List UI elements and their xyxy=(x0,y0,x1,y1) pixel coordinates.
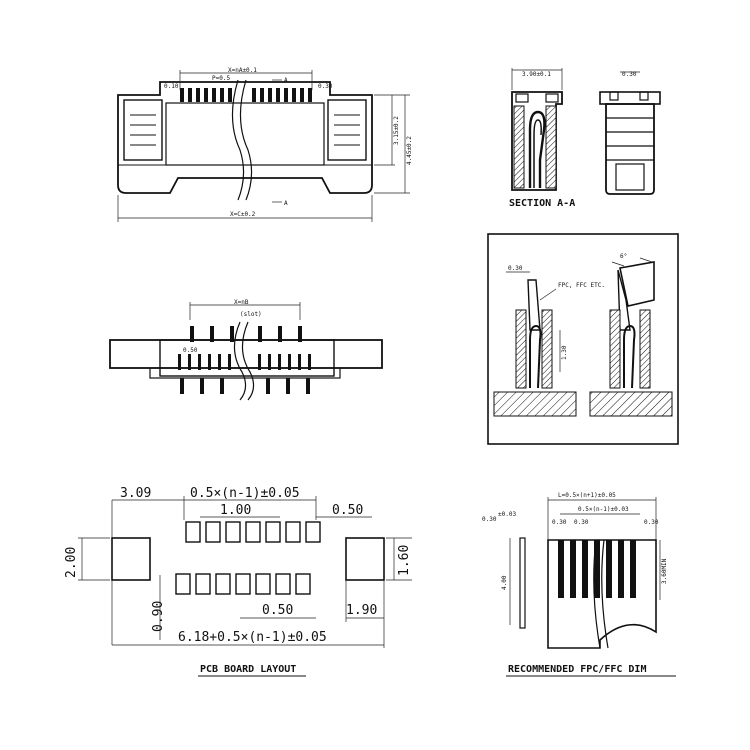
fpc-dim-thickness: 0.30 xyxy=(482,516,497,523)
side-dim-top: 0.30 xyxy=(622,71,637,78)
detail-dim-height: 1.30 xyxy=(561,345,568,360)
fpc-dim-height: 3.60MIN xyxy=(661,558,668,584)
left-latch xyxy=(123,99,163,161)
right-latch xyxy=(327,99,367,161)
fpc-dim-pitch-span: 0.5×(n-1)±0.03 xyxy=(578,506,629,513)
bottom-view: X=nB (slot) xyxy=(109,299,383,401)
fpc-dim-pad-w: 0.30 xyxy=(574,519,589,526)
fpc-conductors xyxy=(558,540,636,598)
section-mark-bottom: A xyxy=(284,200,288,207)
top-dim-pitch: P=0.5 xyxy=(212,75,230,82)
top-view-body xyxy=(117,81,373,194)
bottom-dim-slot: (slot) xyxy=(240,311,262,318)
fpc-caption: RECOMMENDED FPC/FFC DIM xyxy=(508,664,646,675)
pcb-signal-pads-top xyxy=(185,521,321,543)
pcb-dim-0-50-top: 0.50 xyxy=(332,503,363,518)
detail-dim-left: 0.30 xyxy=(508,265,523,272)
bottom-dim-small: 0.50 xyxy=(183,347,198,354)
section-dim-width: 3.90±0.1 xyxy=(522,71,551,78)
fpc-dim-thickness-sub: ±0.03 xyxy=(498,511,516,518)
fpc-dim-length: 4.00 xyxy=(501,575,508,590)
top-dim-outer-height: 4.45±0.2 xyxy=(406,136,413,165)
detail-box: 0.30 FPC, FFC ETC. 6° 1.30 xyxy=(487,233,679,445)
fpc-dim-small-right: 0.30 xyxy=(644,519,659,526)
top-dim-inner-height: 3.15±0.2 xyxy=(393,116,400,145)
detail-fpc-label: FPC, FFC ETC. xyxy=(558,282,605,289)
fpc-dim: L=0.5×(n+1)±0.05 0.5×(n-1)±0.03 0.30 0.3… xyxy=(482,492,676,677)
pcb-dim-1-60: 1.60 xyxy=(397,545,412,576)
pcb-dim-0-50-bottom: 0.50 xyxy=(262,603,293,618)
top-contacts xyxy=(180,88,312,102)
pcb-dim-1-90: 1.90 xyxy=(346,603,377,618)
section-view: 3.90±0.1 SECTION A-A xyxy=(509,68,575,209)
bottom-lower-pins xyxy=(180,378,310,394)
section-caption: SECTION A-A xyxy=(509,198,575,209)
pcb-caption: PCB BOARD LAYOUT xyxy=(200,664,296,675)
bottom-inner-contacts xyxy=(178,354,311,370)
top-dim-left-small: 0.10 xyxy=(164,83,179,90)
pcb-dim-span: 0.5×(n-1)±0.05 xyxy=(190,486,300,501)
pcb-dim-total: 6.18+0.5×(n-1)±0.05 xyxy=(178,630,327,645)
fpc-dim-small-left: 0.30 xyxy=(552,519,567,526)
top-dim-x-na: X=nA±0.1 xyxy=(228,67,257,74)
pcb-pad-left xyxy=(111,537,151,581)
pcb-signal-pads-bottom xyxy=(175,573,311,595)
top-dim-right-small: 0.30 xyxy=(318,83,333,90)
pcb-pad-right xyxy=(345,537,385,581)
pcb-dim-0-90: 0.90 xyxy=(151,601,166,632)
section-mark-top: A xyxy=(284,77,288,84)
fpc-dim-total: L=0.5×(n+1)±0.05 xyxy=(558,492,616,499)
bottom-dim-x-nb: X=nB xyxy=(234,299,249,306)
bottom-upper-pins xyxy=(190,326,302,342)
detail-angle: 6° xyxy=(620,253,627,260)
pcb-dim-3-09: 3.09 xyxy=(120,486,151,501)
pcb-dim-1-00: 1.00 xyxy=(220,503,251,518)
top-dim-x-c: X=C±0.2 xyxy=(230,211,256,218)
top-view: X=nA±0.1 P=0.5 0.10 0.30 A A 3.15±0.2 4.… xyxy=(117,67,413,222)
pcb-dim-2-00: 2.00 xyxy=(64,547,79,578)
side-view: 0.30 xyxy=(599,71,661,195)
pcb-layout: 3.09 0.5×(n-1)±0.05 1.00 0.50 xyxy=(64,486,412,677)
